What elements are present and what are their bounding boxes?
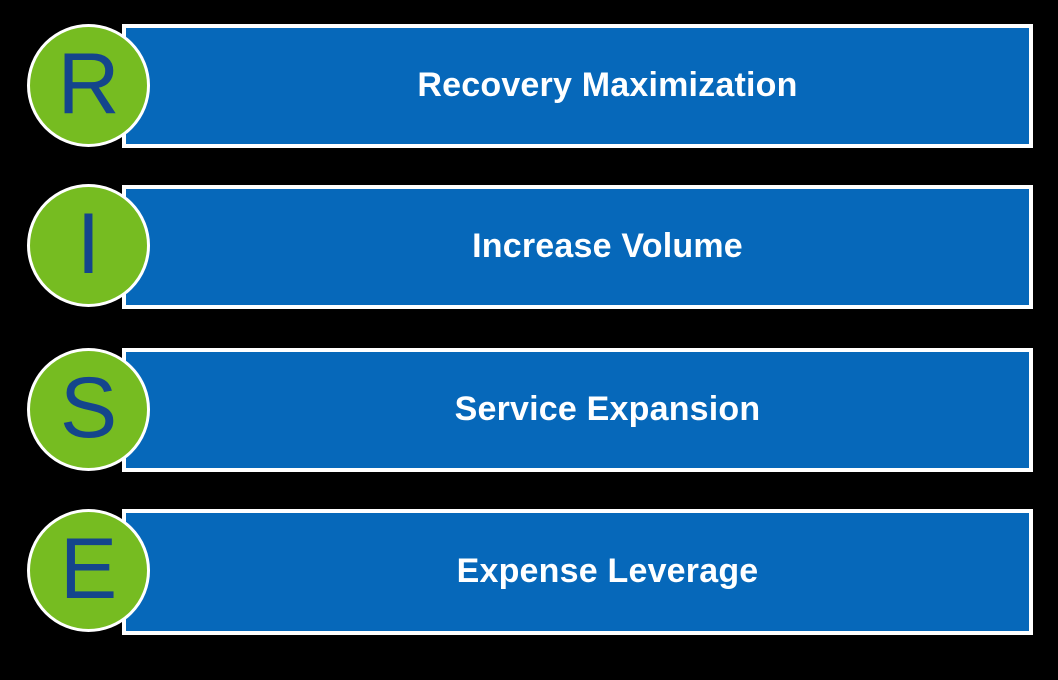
letter-glyph-e: E xyxy=(59,520,118,617)
letter-circle-e[interactable]: E xyxy=(27,509,150,632)
letter-glyph-s: S xyxy=(59,359,118,456)
bar-increase-volume[interactable]: Increase Volume xyxy=(122,185,1033,309)
rise-row-i: Increase Volume I xyxy=(0,184,1058,309)
letter-circle-s[interactable]: S xyxy=(27,348,150,471)
letter-circle-r[interactable]: R xyxy=(27,24,150,147)
bar-recovery-maximization[interactable]: Recovery Maximization xyxy=(122,24,1033,148)
bar-expense-leverage[interactable]: Expense Leverage xyxy=(122,509,1033,635)
bar-service-expansion[interactable]: Service Expansion xyxy=(122,348,1033,472)
bar-label-service-expansion: Service Expansion xyxy=(454,390,761,429)
letter-glyph-r: R xyxy=(57,35,120,132)
bar-label-recovery-maximization: Recovery Maximization xyxy=(417,66,798,105)
bar-label-expense-leverage: Expense Leverage xyxy=(456,552,759,591)
bar-label-increase-volume: Increase Volume xyxy=(472,227,743,266)
letter-glyph-i: I xyxy=(76,195,101,292)
letter-circle-i[interactable]: I xyxy=(27,184,150,307)
rise-row-e: Expense Leverage E xyxy=(0,509,1058,635)
rise-row-s: Service Expansion S xyxy=(0,348,1058,472)
rise-row-r: Recovery Maximization R xyxy=(0,24,1058,148)
